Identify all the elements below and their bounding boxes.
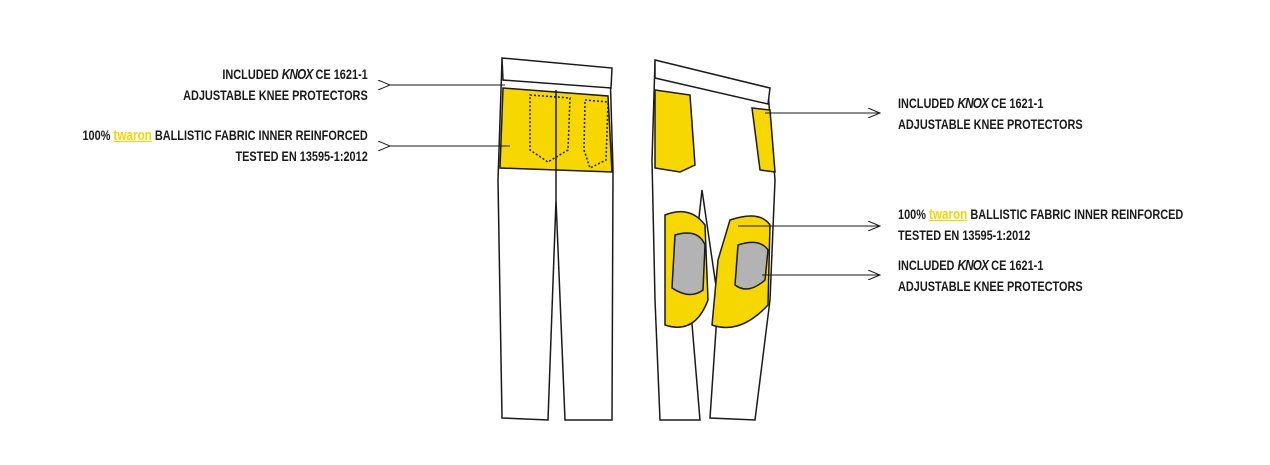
callout-text: CE 1621-1	[315, 66, 368, 82]
knee-protector-right	[734, 241, 769, 290]
pants-back-view	[497, 57, 614, 421]
pants-front-view	[651, 59, 776, 421]
callout-right-twaron: 100% twaron BALLISTIC FABRIC INNER REINF…	[898, 204, 1183, 246]
knox-logo: KNOX	[282, 66, 313, 83]
twaron-hip-right	[751, 107, 776, 173]
callout-text: TESTED EN 13595-1:2012	[898, 227, 1031, 243]
callout-right-knee: INCLUDED KNOX CE 1621-1 ADJUSTABLE KNEE …	[898, 255, 1083, 297]
callout-text: BALLISTIC FABRIC INNER REINFORCED	[155, 127, 368, 143]
callout-text: INCLUDED	[898, 257, 955, 273]
callout-text: ADJUSTABLE KNEE PROTECTORS	[898, 116, 1083, 132]
callout-text: 100%	[82, 127, 111, 143]
callout-left-knee: INCLUDED KNOX CE 1621-1 ADJUSTABLE KNEE …	[183, 64, 368, 106]
callout-right-knee-top: INCLUDED KNOX CE 1621-1 ADJUSTABLE KNEE …	[898, 93, 1083, 135]
callout-text: CE 1621-1	[991, 95, 1044, 111]
callout-text: ADJUSTABLE KNEE PROTECTORS	[898, 278, 1083, 294]
callout-text: 100%	[898, 206, 926, 222]
knox-logo: KNOX	[957, 257, 989, 274]
twaron-logo: twaron	[928, 206, 968, 223]
knox-logo: KNOX	[957, 95, 989, 112]
callout-text: BALLISTIC FABRIC INNER REINFORCED	[970, 206, 1184, 222]
callout-text: CE 1621-1	[991, 257, 1044, 273]
twaron-logo: twaron	[113, 127, 153, 144]
twaron-hip-left	[654, 89, 696, 173]
callout-left-twaron: 100% twaron BALLISTIC FABRIC INNER REINF…	[83, 125, 368, 167]
callout-text: INCLUDED	[222, 66, 280, 82]
callout-text: INCLUDED	[898, 95, 955, 111]
callout-text: ADJUSTABLE KNEE PROTECTORS	[183, 87, 368, 103]
callout-text: TESTED EN 13595-1:2012	[235, 148, 368, 164]
knee-protector-left	[671, 232, 706, 296]
